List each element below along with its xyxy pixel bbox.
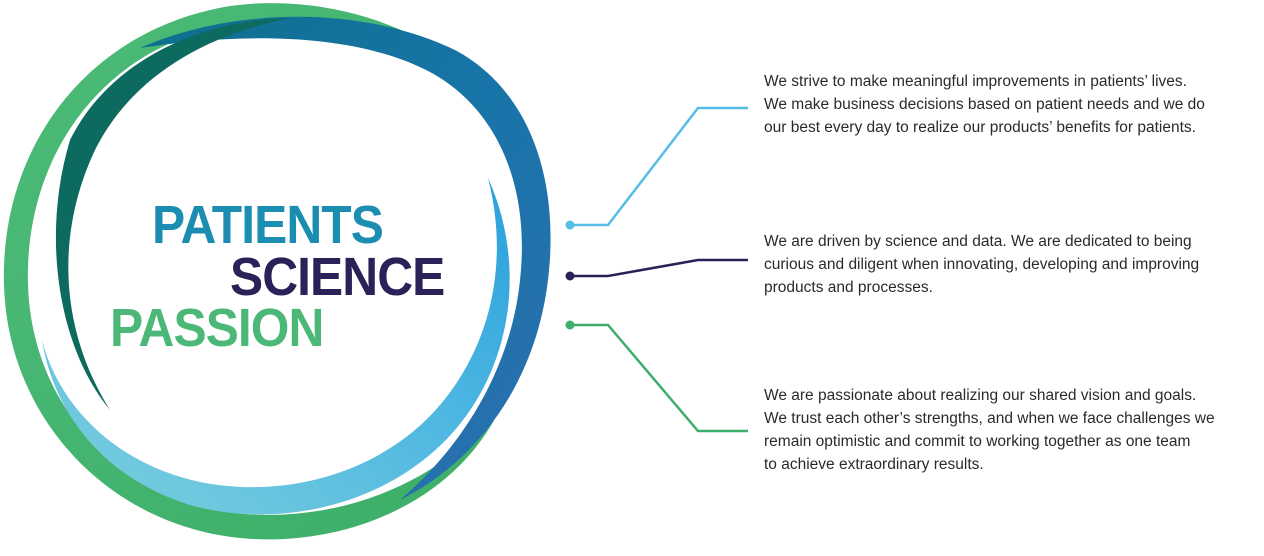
connector-science-dot [565,271,575,281]
science-description-line: curious and diligent when innovating, de… [764,256,1200,273]
word-patients: PATIENTS [152,195,384,255]
science-description: We are driven by science and data. We ar… [764,230,1264,299]
connector-patients-dot [565,220,575,230]
patients-description-line: our best every day to realize our produc… [764,119,1196,136]
patients-description-line: We make business decisions based on pati… [764,96,1205,113]
patients-description-line: We strive to make meaningful improvement… [764,73,1187,90]
passion-description-line: remain optimistic and commit to working … [764,433,1191,450]
word-passion: PASSION [110,298,324,358]
connector-patients [570,106,748,227]
passion-description-line: to achieve extraordinary results. [764,456,984,473]
science-description-line: products and processes. [764,279,933,296]
connector-passion-dot [565,320,575,330]
word-science: SCIENCE [230,247,445,307]
connector-passion [570,323,748,433]
passion-description-line: We trust each other’s strengths, and whe… [764,410,1215,427]
dark-teal-ring [55,18,290,410]
science-description-line: We are driven by science and data. We ar… [764,233,1192,250]
connector-science [570,258,748,278]
passion-description-line: We are passionate about realizing our sh… [764,387,1197,404]
patients-description: We strive to make meaningful improvement… [764,70,1264,139]
passion-description: We are passionate about realizing our sh… [764,384,1264,476]
